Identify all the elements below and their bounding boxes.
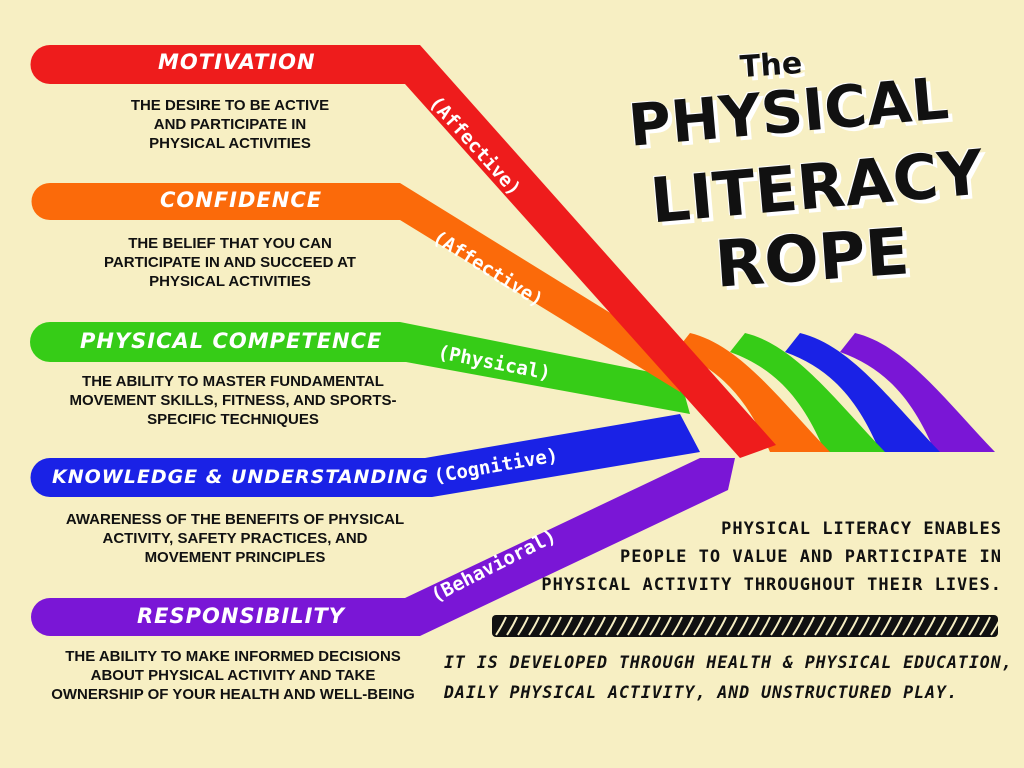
braid-twist-line — [649, 616, 661, 636]
braid-divider — [492, 615, 1002, 637]
braid-twist-line — [891, 616, 903, 636]
braid-twist-line — [748, 616, 760, 636]
strand-band-knowledge — [30, 414, 701, 497]
braid-twist-line — [638, 616, 650, 636]
description-line: PHYSICAL ACTIVITIES — [149, 135, 311, 152]
strand-title-physical-competence: Physical Competence — [80, 329, 383, 353]
braid-twist-line — [836, 616, 848, 636]
braid-twist-line — [968, 616, 980, 636]
description-line: THE DESIRE TO BE ACTIVE — [130, 97, 330, 114]
braid-twist-line — [825, 616, 837, 636]
description-line: OWNERSHIP OF YOUR HEALTH AND WELL-BEING — [51, 686, 415, 703]
description-physical-competence: THE ABILITY TO MASTER FUNDAMENTAL MOVEME… — [58, 372, 408, 429]
rope-twist-blue — [785, 333, 940, 452]
braid-twist-line — [902, 616, 914, 636]
description-line: SPECIFIC TECHNIQUES — [147, 411, 319, 428]
description-line: AND PARTICIPATE IN — [153, 116, 307, 133]
strand-responsibility — [31, 458, 735, 636]
braid-twist-line — [693, 616, 705, 636]
description-line: PARTICIPATE IN AND SUCCEED AT — [104, 254, 356, 271]
braid-twist-line — [759, 616, 771, 636]
braid-twist-line — [561, 616, 573, 636]
description-knowledge: AWARENESS OF THE BENEFITS OF PHYSICAL AC… — [40, 510, 430, 567]
strand-knowledge — [30, 414, 701, 497]
description-line: AWARENESS OF THE BENEFITS OF PHYSICAL — [65, 511, 405, 528]
braid-twist-line — [572, 616, 584, 636]
braid-twist-line — [605, 616, 617, 636]
summary-line: PEOPLE TO VALUE AND PARTICIPATE IN — [620, 547, 1002, 567]
description-line: MOVEMENT PRINCIPLES — [144, 549, 326, 566]
braid-twist-line — [880, 616, 892, 636]
description-responsibility: THE ABILITY TO MAKE INFORMED DECISIONS A… — [28, 647, 438, 704]
strand-title-motivation: Motivation — [158, 50, 316, 74]
braid-twist-line — [528, 616, 540, 636]
braid-twist-line — [924, 616, 936, 636]
title-line-rope: Rope — [712, 215, 912, 303]
description-line: MOVEMENT SKILLS, FITNESS, AND SPORTS- — [69, 392, 397, 409]
summary-line: PHYSICAL ACTIVITY THROUGHOUT THEIR LIVES… — [541, 575, 1002, 595]
braid-twist-line — [792, 616, 804, 636]
description-line: THE ABILITY TO MASTER FUNDAMENTAL — [82, 373, 384, 390]
braid-twist-line — [913, 616, 925, 636]
braid-twist-line — [979, 616, 991, 636]
braid-twist-line — [539, 616, 551, 636]
summary-line: PHYSICAL LITERACY ENABLES — [721, 519, 1002, 539]
braid-twist-line — [627, 616, 639, 636]
strand-physical-competence — [30, 322, 690, 414]
summary-development: IT IS DEVELOPED THROUGH HEALTH & PHYSICA… — [444, 648, 1013, 708]
summary-line: IT IS DEVELOPED THROUGH HEALTH & PHYSICA… — [444, 653, 1013, 672]
braid-twist-line — [671, 616, 683, 636]
description-line: ACTIVITY, SAFETY PRACTICES, AND — [102, 530, 368, 547]
braid-twist-line — [946, 616, 958, 636]
description-confidence: THE BELIEF THAT YOU CAN PARTICIPATE IN A… — [80, 234, 380, 291]
braid-twist-line — [858, 616, 870, 636]
braid-twist-line — [594, 616, 606, 636]
braid-twist-line — [550, 616, 562, 636]
braid-twist-line — [682, 616, 694, 636]
strand-band-physical-competence — [30, 322, 690, 414]
rope-twist-green — [730, 333, 885, 452]
braid-twist-line — [715, 616, 727, 636]
strand-band-confidence — [31, 183, 681, 392]
strand-title-confidence: Confidence — [160, 188, 323, 212]
braid-twist-line — [495, 616, 507, 636]
strand-confidence — [31, 183, 681, 392]
rope-twist — [675, 333, 995, 452]
strand-band-responsibility — [31, 458, 735, 636]
braid-twist-line — [616, 616, 628, 636]
braid-twist-line — [781, 616, 793, 636]
braid-twist-line — [506, 616, 518, 636]
rope-twist-purple — [840, 333, 995, 452]
braid-twist-line — [803, 616, 815, 636]
braid-twist-line — [935, 616, 947, 636]
description-motivation: THE DESIRE TO BE ACTIVE AND PARTICIPATE … — [100, 96, 360, 153]
strand-title-responsibility: Responsibility — [137, 604, 345, 628]
description-line: THE BELIEF THAT YOU CAN — [128, 235, 332, 252]
braid-twist-line — [660, 616, 672, 636]
braid-twist-line — [583, 616, 595, 636]
braid-twist-line — [814, 616, 826, 636]
strand-title-knowledge: Knowledge & Understanding — [52, 466, 429, 488]
braid-twist-line — [704, 616, 716, 636]
summary-statement: PHYSICAL LITERACY ENABLES PEOPLE TO VALU… — [541, 515, 1002, 599]
braid-twist-line — [869, 616, 881, 636]
summary-line: DAILY PHYSICAL ACTIVITY, AND UNSTRUCTURE… — [444, 683, 958, 702]
braid-twist-line — [957, 616, 969, 636]
rope-twist-orange — [675, 333, 830, 452]
braid-twist-line — [737, 616, 749, 636]
braid-twist-line — [726, 616, 738, 636]
braid-twist-line — [517, 616, 529, 636]
braid-twist-line — [990, 616, 1002, 636]
description-line: THE ABILITY TO MAKE INFORMED DECISIONS — [65, 648, 401, 665]
braid-twist-line — [847, 616, 859, 636]
description-line: PHYSICAL ACTIVITIES — [149, 273, 311, 290]
description-line: ABOUT PHYSICAL ACTIVITY AND TAKE — [90, 667, 376, 684]
braid-twist-line — [770, 616, 782, 636]
